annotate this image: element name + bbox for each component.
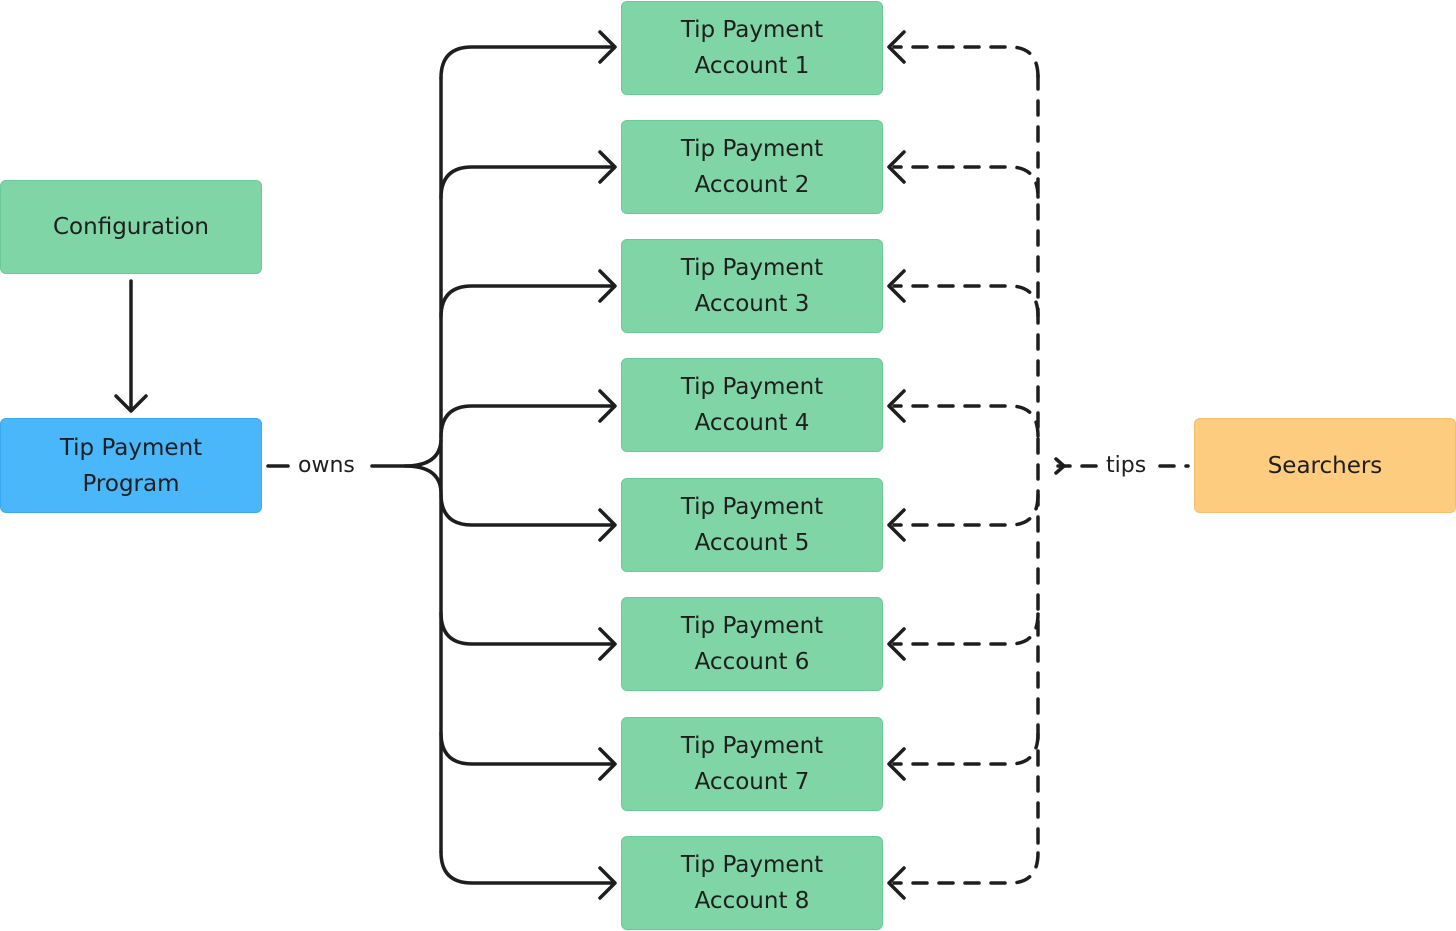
tips-edge-account-6 (892, 612, 1040, 646)
tips-arrowhead-account-2 (887, 150, 906, 184)
searchers-node[interactable]: Searchers (1194, 418, 1456, 513)
owns-arrowhead-account-6 (598, 627, 617, 661)
owns-to-trunk-upper (370, 438, 443, 468)
owns-arrowhead-account-3 (598, 269, 617, 303)
owns-edge-account-8 (439, 850, 616, 885)
owns-edge-account-4 (439, 404, 616, 439)
tips-edge-account-3 (892, 284, 1040, 318)
owns-edge-account-6 (439, 611, 616, 646)
owns-label: owns (294, 451, 359, 481)
tips-arrowhead-account-8 (887, 866, 906, 900)
tip-payment-account-4-node[interactable]: Tip Payment Account 4 (621, 358, 883, 452)
tips-arrowhead-account-4 (887, 389, 906, 423)
tip-payment-account-6-node[interactable]: Tip Payment Account 6 (621, 597, 883, 691)
tip-payment-program-node[interactable]: Tip Payment Program (0, 418, 262, 513)
owns-arrowhead-account-1 (598, 30, 617, 64)
owns-edge-account-1 (439, 45, 616, 80)
tip-payment-account-8-node[interactable]: Tip Payment Account 8 (621, 836, 883, 930)
owns-arrowhead-account-2 (598, 150, 617, 184)
owns-arrowhead-account-5 (598, 508, 617, 542)
tips-edge-account-7 (892, 732, 1040, 766)
configuration-node[interactable]: Configuration (0, 180, 262, 274)
tips-arrowhead-account-5 (887, 508, 906, 542)
tips-merge-arrow (1054, 457, 1066, 475)
tips-edge-account-4 (892, 404, 1040, 438)
tips-arrowhead-account-3 (887, 269, 906, 303)
tip-payment-account-2-node[interactable]: Tip Payment Account 2 (621, 120, 883, 214)
tips-edge-account-2 (892, 165, 1040, 199)
tip-payment-account-7-node[interactable]: Tip Payment Account 7 (621, 717, 883, 811)
owns-edge-account-3 (439, 284, 616, 319)
owns-to-trunk-lower (403, 464, 443, 494)
tips-arrowhead-account-1 (887, 30, 906, 64)
tip-payment-account-5-node[interactable]: Tip Payment Account 5 (621, 478, 883, 572)
owns-arrowhead-account-4 (598, 389, 617, 423)
owns-edge-account-7 (439, 731, 616, 766)
owns-arrowhead-account-7 (598, 747, 617, 781)
tips-arrowhead-account-7 (887, 747, 906, 781)
owns-edge-account-2 (439, 165, 616, 200)
tip-payment-account-1-node[interactable]: Tip Payment Account 1 (621, 1, 883, 95)
tips-edge-account-8 (892, 851, 1040, 885)
owns-arrowhead-account-8 (598, 866, 617, 900)
tips-edge-account-1 (892, 45, 1040, 79)
tips-label: tips (1102, 451, 1151, 481)
tips-arrowhead-account-6 (887, 627, 906, 661)
owns-edge-account-5 (439, 492, 616, 527)
config-to-program-arrowhead (114, 394, 148, 413)
tips-edge-account-5 (892, 493, 1040, 527)
tip-payment-account-3-node[interactable]: Tip Payment Account 3 (621, 239, 883, 333)
